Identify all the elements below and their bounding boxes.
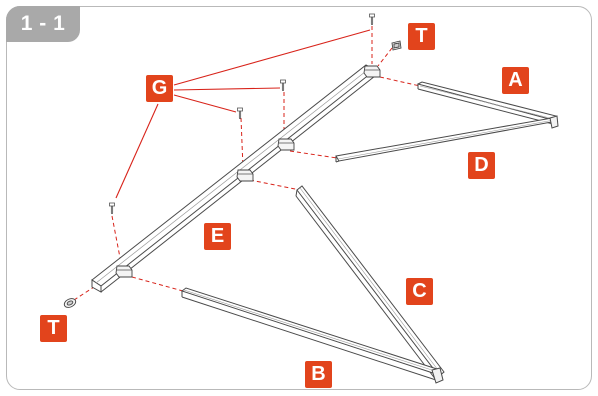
dashed-leader-lines [73, 26, 421, 301]
rail-c [295, 185, 445, 381]
beam-e [91, 64, 376, 293]
label-t-top: T [408, 23, 435, 50]
label-b: B [305, 361, 332, 388]
label-e: E [204, 223, 231, 250]
rail-a [416, 81, 557, 125]
rail-b [180, 287, 444, 384]
rail-d [335, 115, 559, 163]
label-c: C [406, 278, 433, 305]
label-a: A [502, 67, 529, 94]
bolt-group [108, 13, 376, 215]
end-cap-top [391, 40, 402, 51]
label-t-bottom: T [40, 315, 67, 342]
step-number-tab: 1 - 1 [6, 6, 80, 42]
end-cap-bottom [63, 298, 77, 308]
g-leader-lines [115, 29, 371, 199]
label-d: D [468, 152, 495, 179]
label-g: G [146, 75, 173, 102]
